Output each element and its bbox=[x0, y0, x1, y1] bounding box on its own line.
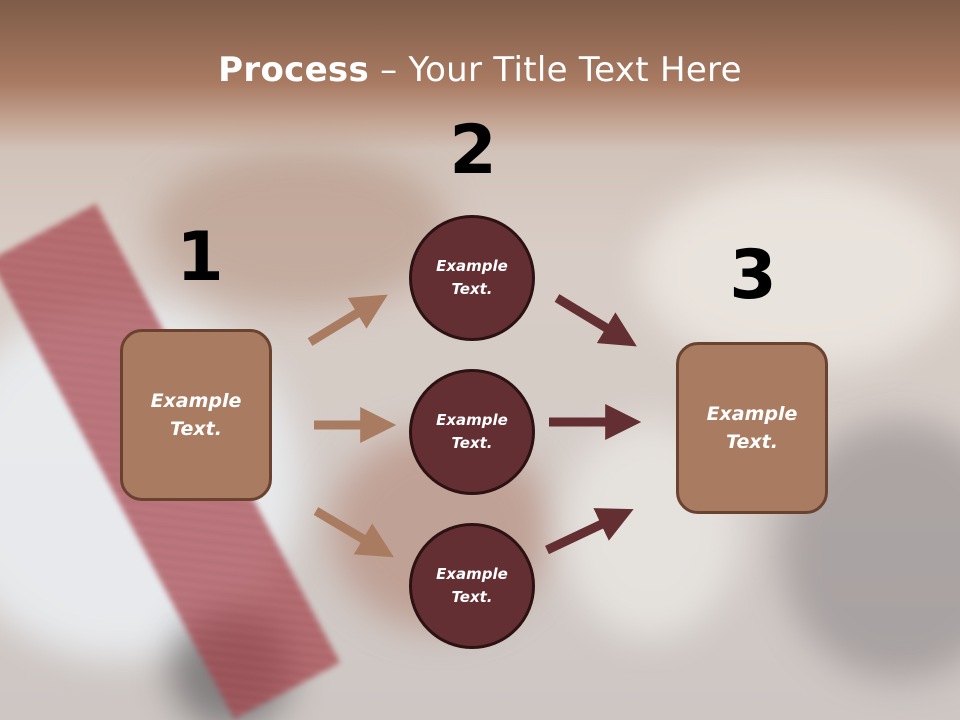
arrow-circle-top-to-box bbox=[554, 294, 637, 347]
arrow-box-to-circle-top bbox=[307, 294, 388, 346]
title-rest: – Your Title Text Here bbox=[369, 50, 742, 90]
arrow-box-to-circle-bottom bbox=[313, 507, 394, 558]
left-box: Example Text. bbox=[120, 329, 272, 501]
circle-middle: Example Text. bbox=[409, 369, 535, 495]
step-number-2: 2 bbox=[449, 111, 497, 190]
arrow-circle-bottom-to-box bbox=[545, 508, 634, 555]
step-number-1: 1 bbox=[176, 218, 224, 297]
step-number-3: 3 bbox=[729, 236, 777, 315]
circle-top: Example Text. bbox=[409, 215, 535, 341]
circle-middle-label: Example Text. bbox=[436, 410, 508, 452]
slide-title: Process – Your Title Text Here bbox=[0, 50, 960, 90]
title-bold: Process bbox=[218, 50, 370, 90]
circle-bottom-label: Example Text. bbox=[436, 564, 508, 606]
circle-bottom: Example Text. bbox=[409, 523, 535, 649]
right-box: Example Text. bbox=[676, 342, 828, 514]
title-band bbox=[0, 0, 960, 150]
right-box-label: Example Text. bbox=[706, 402, 798, 454]
left-box-label: Example Text. bbox=[150, 389, 242, 441]
circle-top-label: Example Text. bbox=[436, 256, 508, 298]
